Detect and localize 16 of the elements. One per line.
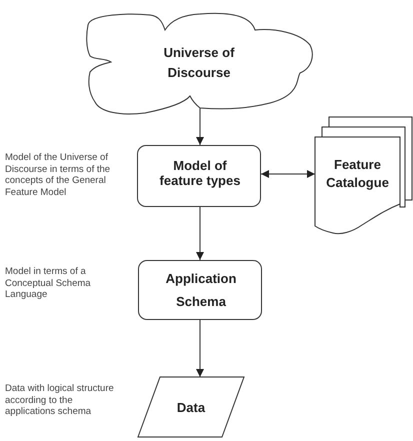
node-label: Universe of Discourse (162, 44, 236, 82)
node-label: Model of feature types (158, 158, 242, 188)
arrow (196, 206, 204, 260)
description-text: Data with logical structure according to the applications schema (5, 383, 115, 418)
process-box (138, 260, 262, 320)
data-parallelogram (137, 376, 245, 438)
node-label: Data (176, 400, 206, 414)
description-text: Model in terms of a Conceptual Schema Language (5, 266, 92, 301)
document-stack (314, 116, 413, 236)
arrow (260, 170, 316, 178)
arrow (196, 320, 204, 378)
node-label: Feature Catalogue (325, 156, 390, 192)
description-text: Model of the Universe of Discourse in terms of the concepts of the General Feature Model (5, 152, 112, 198)
process-box (137, 145, 261, 207)
node-label: Application Schema (164, 270, 238, 311)
arrow (196, 108, 204, 146)
